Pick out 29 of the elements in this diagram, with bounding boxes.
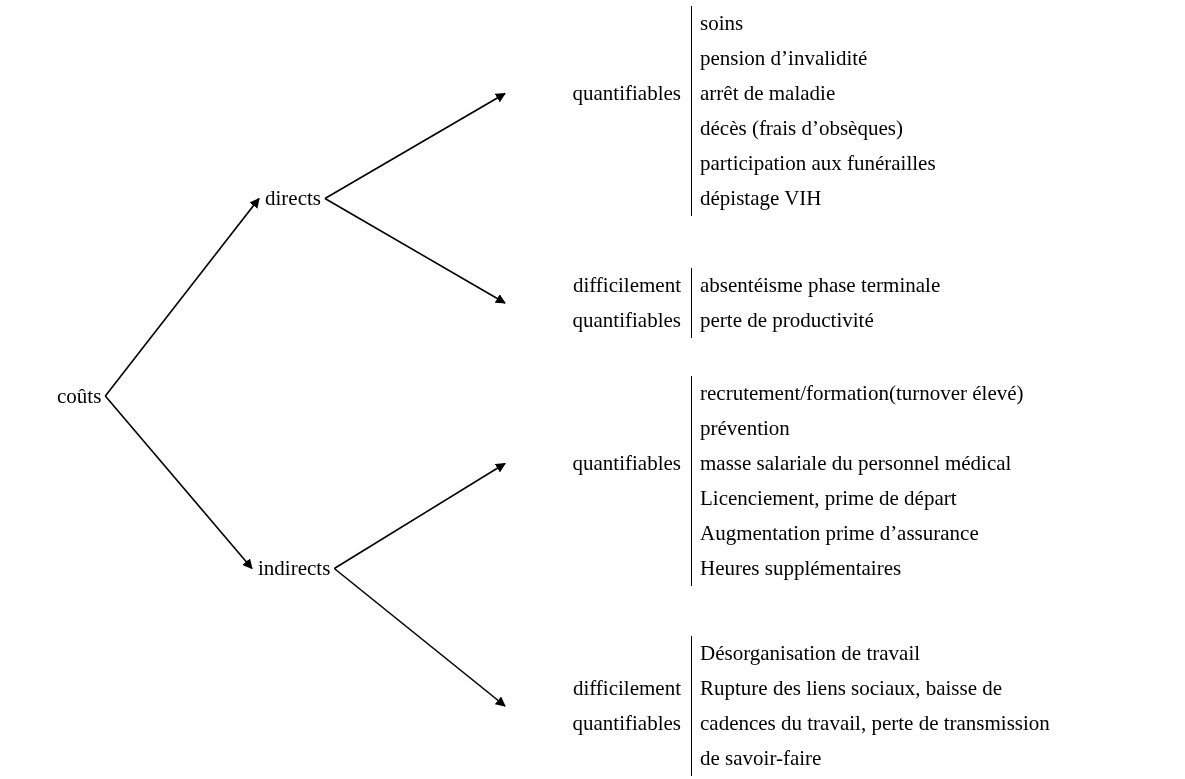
arrow <box>104 197 260 397</box>
arrow <box>324 92 506 200</box>
arrow <box>104 395 253 570</box>
arrow <box>333 567 506 707</box>
category-label: quantifiables <box>511 446 681 481</box>
list-item: dépistage VIH <box>700 185 823 212</box>
list-item: Désorganisation de travail <box>700 640 922 667</box>
category-label: directs <box>265 181 321 216</box>
list-item: recrutement/formation(turnover élevé) <box>700 380 1024 407</box>
arrow <box>333 462 506 570</box>
list-item: soins <box>700 10 745 37</box>
list-item: décès (frais d’obsèques) <box>700 115 904 142</box>
category-label: difficilement quantifiables <box>511 268 681 338</box>
list-item: pension d’invalidité <box>700 45 869 72</box>
list-item: masse salariale du personnel médical <box>700 450 1013 477</box>
category-label: coûts <box>57 378 102 414</box>
list-item: perte de productivité <box>700 307 875 334</box>
category-label: quantifiables <box>511 76 681 111</box>
list-item: Heures supplémentaires <box>700 555 903 582</box>
list-item: Rupture des liens sociaux, baisse de cadences du travail, perte de transmission de savoir-faire <box>700 675 1050 772</box>
list-item: participation aux funérailles <box>700 150 936 177</box>
category-label: indirects <box>258 551 331 586</box>
arrow <box>324 197 506 304</box>
category-label: difficilement quantifiables <box>511 671 681 741</box>
list-item: absentéisme phase terminale <box>700 272 941 299</box>
list-item: prévention <box>700 415 791 442</box>
list-item: arrêt de maladie <box>700 80 837 107</box>
list-item: Augmentation prime d’assurance <box>700 520 980 547</box>
list-item: Licenciement, prime de départ <box>700 485 958 512</box>
